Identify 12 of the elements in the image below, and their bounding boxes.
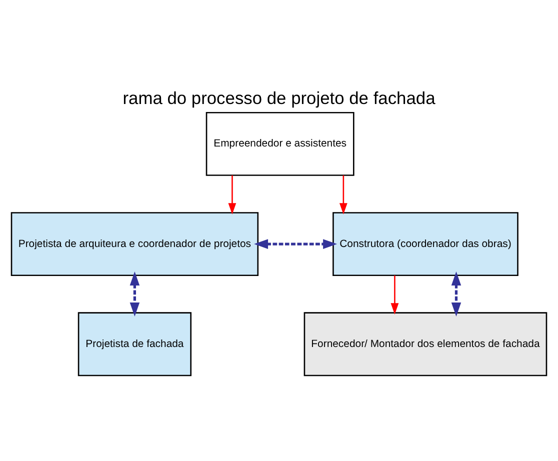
arrow xyxy=(254,238,338,248)
node-box: Projetista de fachada xyxy=(78,312,192,376)
arrow xyxy=(390,274,399,314)
diagram-title: rama do processo de projeto de fachada xyxy=(122,87,436,108)
arrow xyxy=(451,271,462,316)
arrow xyxy=(228,174,236,214)
node-box: Projetista de arquiteura e coordenador de projetos xyxy=(10,212,259,276)
node-box: Construtora (coordenador das obras) xyxy=(332,212,518,276)
node-box: Fornecedor/ Montador dos elementos de fachada xyxy=(304,312,548,376)
arrow xyxy=(130,271,140,316)
arrow xyxy=(339,174,348,214)
node-box: Empreendedor e assistentes xyxy=(206,111,354,176)
